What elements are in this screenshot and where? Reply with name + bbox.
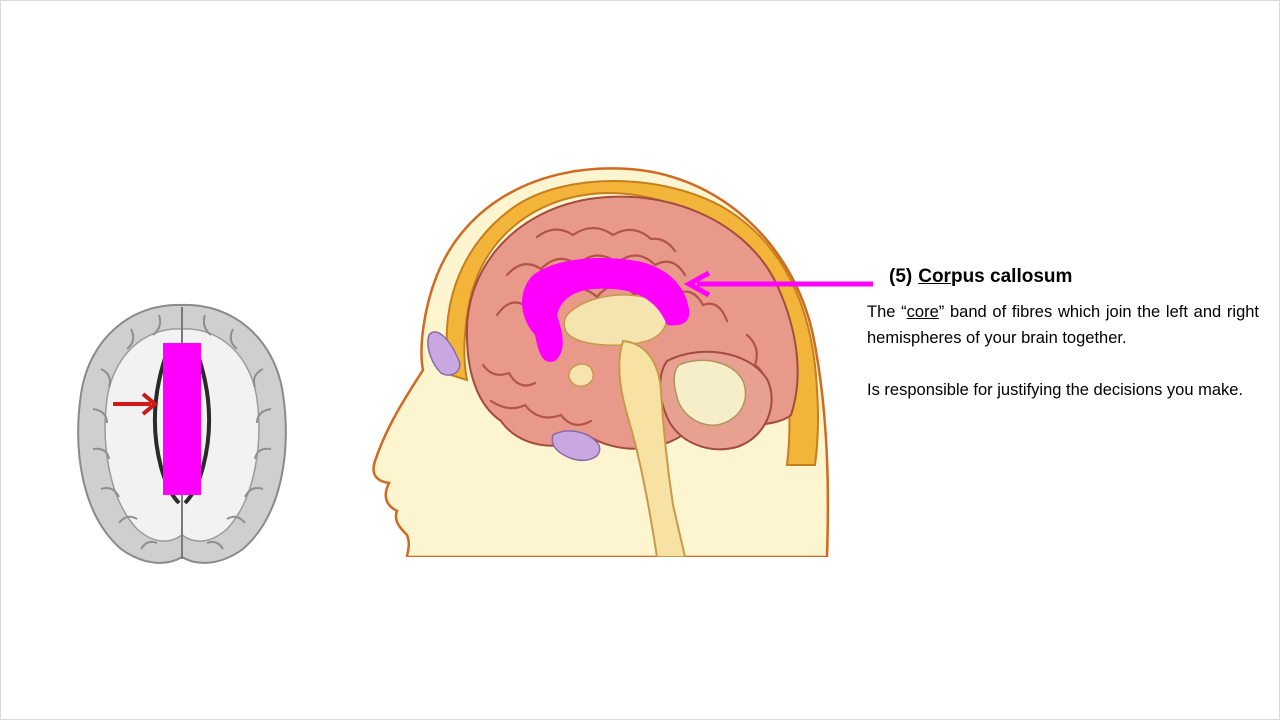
structure-number: (5) xyxy=(889,266,913,287)
axial-brain-image xyxy=(77,303,287,564)
description-1-keyword: core xyxy=(906,303,939,321)
structure-name-underlined: Cor xyxy=(918,266,951,287)
description-paragraph-2: Is responsible for justifying the decisi… xyxy=(867,381,1244,399)
sagittal-head-image xyxy=(372,167,830,557)
corpus-callosum-highlight xyxy=(522,257,690,362)
description-1-start: The “ xyxy=(867,303,907,321)
description-paragraph-1: The “core” band of fibres which join the… xyxy=(867,299,1259,351)
brainstem xyxy=(618,339,687,557)
axial-gyri xyxy=(92,314,272,550)
sphenoid-sinus xyxy=(551,430,601,461)
cerebellum-arbor xyxy=(673,359,747,426)
thalamus xyxy=(563,294,668,346)
description-1-rest: ” band of fibres which join the left and… xyxy=(867,303,1260,347)
axial-right-ventricle xyxy=(183,346,212,505)
axial-corpus-callosum-highlight xyxy=(163,343,201,495)
frontal-sinus xyxy=(427,331,461,376)
axial-left-ventricle xyxy=(152,346,181,505)
structure-heading: (5)Corpus callosum xyxy=(889,266,1072,288)
pituitary xyxy=(568,363,594,387)
pointer-arrow xyxy=(683,270,873,298)
structure-name-rest: pus callosum xyxy=(950,266,1073,287)
skull xyxy=(445,180,819,466)
axial-red-arrow xyxy=(113,392,159,416)
